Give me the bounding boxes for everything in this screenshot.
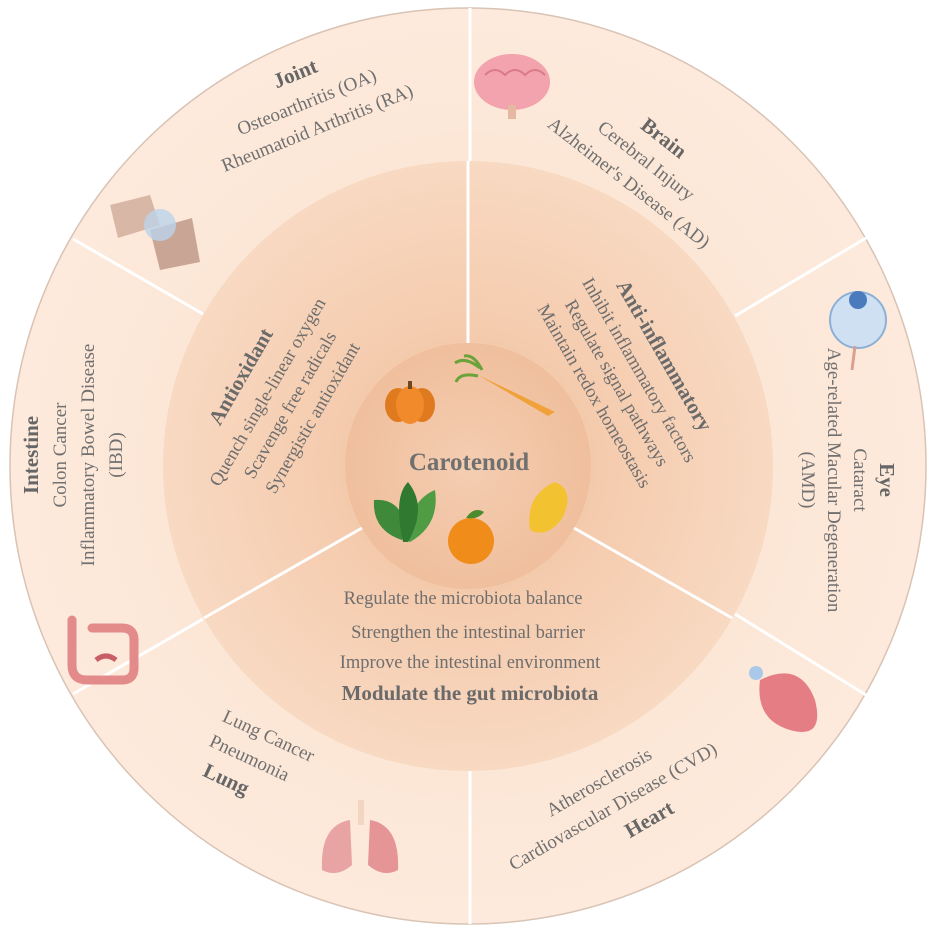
heart-icon xyxy=(749,666,818,732)
gut-title: Modulate the gut microbiota xyxy=(342,681,599,705)
eye-item: Age-related Macular Degeneration xyxy=(823,348,844,613)
lungs-icon xyxy=(321,800,399,874)
intestine-block: Intestine Colon Cancer Inflammatory Bowe… xyxy=(19,344,127,567)
intestine-icon xyxy=(67,615,139,685)
gut-item: Regulate the microbiota balance xyxy=(344,589,583,609)
spinach-icon xyxy=(373,482,436,542)
intestine-item: Colon Cancer xyxy=(50,402,71,508)
eye-block: Eye Cataract Age-related Macular Degener… xyxy=(797,348,899,613)
divider-right-lower xyxy=(734,612,867,697)
orange-icon xyxy=(448,510,494,564)
eye-title: Eye xyxy=(875,463,899,497)
gut-item: Improve the intestinal environment xyxy=(340,653,601,673)
divider-mid-right xyxy=(573,526,733,620)
eye-item: (AMD) xyxy=(797,452,818,509)
pumpkin-icon xyxy=(385,381,435,424)
carrot-icon xyxy=(454,354,555,416)
knee-joint-icon xyxy=(110,195,200,270)
gut-block: Regulate the microbiota balance Strength… xyxy=(340,589,601,705)
center-label: Carotenoid xyxy=(409,449,529,476)
middle-dividers xyxy=(203,161,733,620)
eyeball-icon xyxy=(829,291,887,371)
brain-icon xyxy=(474,54,550,119)
intestine-item: Inflammatory Bowel Disease xyxy=(78,344,99,567)
divider-mid-left xyxy=(203,526,363,620)
intestine-item: (IBD) xyxy=(106,432,127,477)
eye-item: Cataract xyxy=(849,448,870,512)
gut-item: Strengthen the intestinal barrier xyxy=(351,623,585,643)
intestine-title: Intestine xyxy=(19,416,43,494)
mango-icon xyxy=(529,482,568,533)
divider-right-upper xyxy=(734,236,867,318)
divider-left-upper xyxy=(72,237,204,316)
